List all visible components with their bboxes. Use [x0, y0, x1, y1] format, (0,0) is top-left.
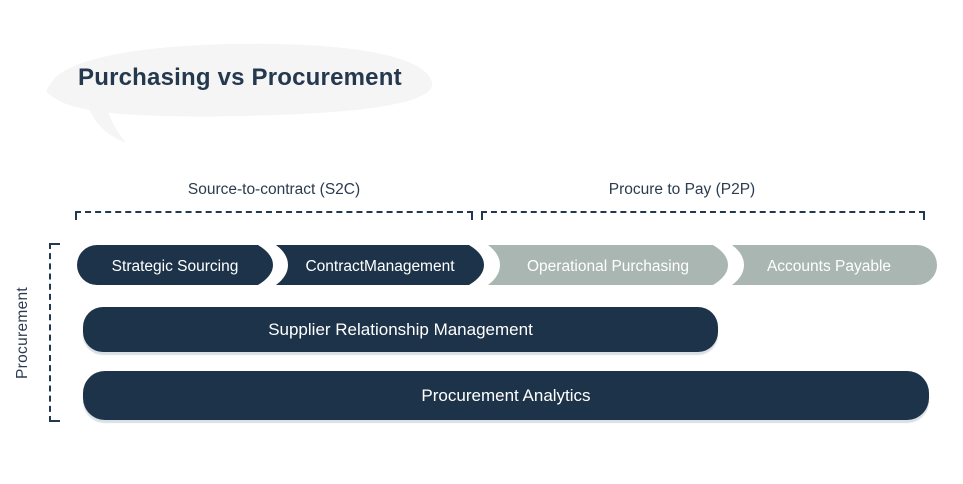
segment-label-accounts-payable: Accounts Payable	[767, 258, 891, 275]
speech-bubble-tail	[88, 107, 126, 143]
supplier-relationship-management-bar: Supplier Relationship Management	[83, 307, 718, 352]
procurement-analytics-bar: Procurement Analytics	[83, 371, 929, 420]
phase-label-s2c: Source-to-contract (S2C)	[187, 181, 361, 198]
process-arrow-row: Strategic Sourcing ContractManagement Op…	[77, 245, 937, 285]
phase-label-p2p: Procure to Pay (P2P)	[608, 181, 756, 198]
analytics-bar-label: Procurement Analytics	[421, 385, 591, 405]
speech-bubble-shape	[46, 43, 433, 117]
srm-bar-label: Supplier Relationship Management	[268, 319, 533, 339]
segment-label-contract-management: ContractManagement	[305, 258, 455, 275]
segment-strategic-sourcing	[77, 245, 273, 285]
segment-accounts-payable	[732, 245, 937, 285]
title-speech-bubble	[46, 43, 433, 143]
segment-label-operational-purchasing: Operational Purchasing	[527, 258, 689, 275]
page-title: Purchasing vs Procurement	[78, 64, 402, 91]
segment-contract-management	[276, 245, 484, 285]
p2p-dashed-bracket	[481, 211, 925, 220]
s2c-dashed-bracket	[75, 211, 473, 220]
segment-label-strategic-sourcing: Strategic Sourcing	[112, 258, 239, 275]
segment-operational-purchasing	[488, 245, 728, 285]
procurement-side-label: Procurement	[14, 286, 31, 379]
procurement-dashed-bracket	[49, 243, 60, 422]
